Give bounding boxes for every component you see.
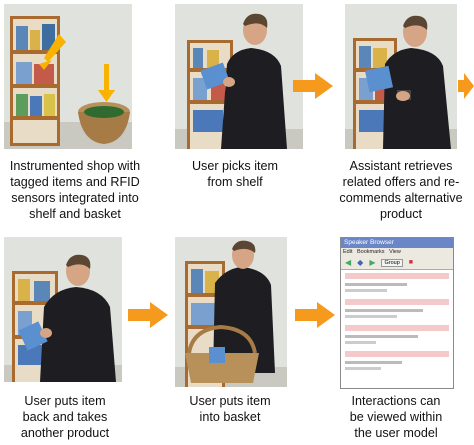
forward-icon[interactable]: ▶ <box>369 258 376 267</box>
event-list <box>341 270 453 388</box>
group-button[interactable]: Group <box>381 258 403 267</box>
photo-instrumented-shop <box>4 4 132 149</box>
step-caption: Assistant retrieves related offers and r… <box>339 159 463 221</box>
photo-assistant-recommends <box>345 4 457 149</box>
event-item[interactable] <box>345 299 449 319</box>
window-toolbar: ◀ ◆ ▶ Group ■ <box>341 256 453 270</box>
arrow-right-icon <box>458 73 474 99</box>
user-model-screenshot: Speaker Browser Edit Bookmarks View ◀ ◆ … <box>340 237 454 389</box>
event-item[interactable] <box>345 325 449 345</box>
menu-bookmarks[interactable]: Bookmarks <box>357 249 385 255</box>
arrow-right-icon <box>293 73 333 99</box>
alert-icon[interactable]: ■ <box>408 259 413 266</box>
step-caption: Instrumented shop with tagged items and … <box>9 159 141 221</box>
back-icon[interactable]: ◀ <box>345 258 352 267</box>
step-caption: User puts item into basket <box>189 394 271 424</box>
window-titlebar: Speaker Browser <box>341 238 453 248</box>
photo-user-picks-item <box>175 4 303 149</box>
event-item[interactable] <box>345 273 449 293</box>
step-caption: User puts item back and takes another pr… <box>20 394 110 440</box>
window-menubar: Edit Bookmarks View <box>341 248 453 256</box>
home-icon[interactable]: ◆ <box>357 258 364 267</box>
step-caption: Interactions can be viewed within the us… <box>349 394 443 440</box>
arrow-right-icon <box>295 302 335 328</box>
arrow-right-icon <box>128 302 168 328</box>
photo-user-puts-in-basket <box>175 237 287 387</box>
event-item[interactable] <box>345 351 449 371</box>
photo-user-swaps-product <box>4 237 122 382</box>
window-title: Speaker Browser <box>344 239 394 246</box>
menu-edit[interactable]: Edit <box>343 249 353 255</box>
step-caption: User picks item from shelf <box>191 159 279 189</box>
menu-view[interactable]: View <box>389 249 401 255</box>
